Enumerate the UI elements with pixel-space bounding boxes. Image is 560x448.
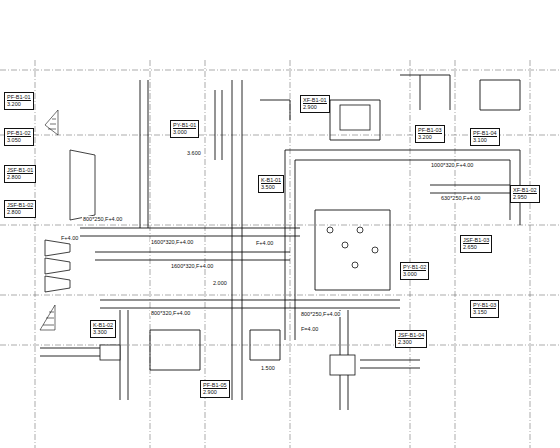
elevation: 3.200 (418, 133, 442, 140)
equipment-tag: K-B1-023.300 (90, 320, 116, 338)
elevation: 2.800 (7, 173, 33, 180)
elevation: 3.000 (173, 128, 196, 135)
elevation: 3.000 (403, 270, 426, 277)
equipment-tag: PF-B1-043.100 (470, 128, 500, 146)
elevation: 2.300 (398, 338, 424, 345)
duct-size: 800*250,F+4.00 (82, 216, 123, 222)
duct-size: F+4.00 (60, 235, 79, 241)
duct-size: 1.500 (260, 365, 276, 371)
elevation: 2.800 (7, 208, 33, 215)
duct-size: 800*320,F+4.00 (150, 310, 191, 316)
equipment-tag: PF-B1-033.200 (415, 125, 445, 143)
equipment-tag: K-B1-013.500 (258, 175, 284, 193)
equipment-tag: PF-B1-052.900 (200, 380, 230, 398)
duct-size: 1600*320,F+4.00 (170, 263, 214, 269)
equipment-tag: PF-B1-013.200 (4, 92, 34, 110)
duct-size: F=4.00 (300, 326, 319, 332)
equipment-tag: JSF-B1-022.800 (4, 200, 36, 218)
elevation: 3.300 (93, 328, 113, 335)
duct-size: 3.600 (186, 150, 202, 156)
duct-size: 1000*320,F+4.00 (430, 162, 474, 168)
elevation: 3.150 (473, 308, 496, 315)
fan-units (45, 105, 378, 375)
duct-size: 630*250,F+4.00 (440, 195, 481, 201)
stair-hatch (40, 110, 58, 330)
equipment-tag: XF-B1-012.900 (300, 95, 330, 113)
equipment-tag: XF-B1-022.950 (510, 185, 540, 203)
elevation: 2.950 (513, 193, 537, 200)
elevation: 2.900 (203, 388, 227, 395)
elevation: 2.650 (463, 243, 489, 250)
equipment-tag: JSF-B1-032.650 (460, 235, 492, 253)
elevation: 2.900 (303, 103, 327, 110)
elevation: 3.200 (7, 100, 31, 107)
duct-size: F+4.00 (255, 240, 274, 246)
equipment-tag: PF-B1-023.050 (4, 128, 34, 146)
equipment-tag: PY-B1-033.150 (470, 300, 499, 318)
duct-size: 2.000 (212, 280, 228, 286)
elevation: 3.050 (7, 136, 31, 143)
ducts (40, 75, 520, 410)
equipment-tag: PY-B1-013.000 (170, 120, 199, 138)
duct-size: 800*250,F+4.00 (300, 311, 341, 317)
duct-size: 1600*320,F+4.00 (150, 239, 194, 245)
elevation: 3.500 (261, 183, 281, 190)
equipment-tag: JSF-B1-042.300 (395, 330, 427, 348)
equipment-tag: JSF-B1-012.800 (4, 165, 36, 183)
equipment-tag: PY-B1-023.000 (400, 262, 429, 280)
axis-grid (0, 60, 560, 448)
elevation: 3.100 (473, 136, 497, 143)
